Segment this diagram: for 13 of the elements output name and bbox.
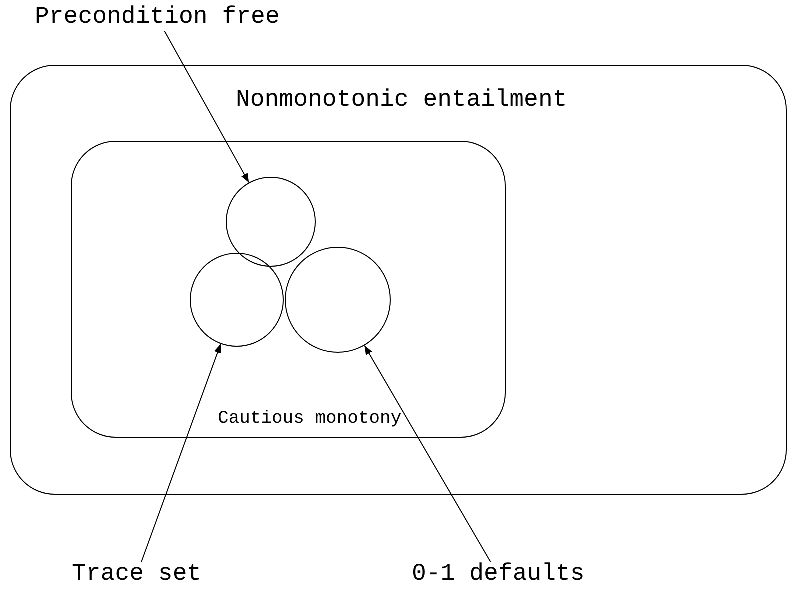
region-label: Nonmonotonic entailment xyxy=(236,88,568,114)
set-circle xyxy=(226,177,316,267)
set-circle xyxy=(190,253,284,347)
leader-arrow xyxy=(364,345,492,562)
leader-arrow xyxy=(164,30,250,184)
region-label: Cautious monotony xyxy=(218,410,402,430)
leader-arrow xyxy=(141,344,222,562)
set-circle xyxy=(285,247,391,353)
callout-label: Precondition free xyxy=(35,5,280,32)
set-region xyxy=(71,141,506,438)
callout-label: Trace set xyxy=(72,562,202,588)
callout-label: 0-1 defaults xyxy=(412,562,585,588)
set-region xyxy=(10,65,787,495)
